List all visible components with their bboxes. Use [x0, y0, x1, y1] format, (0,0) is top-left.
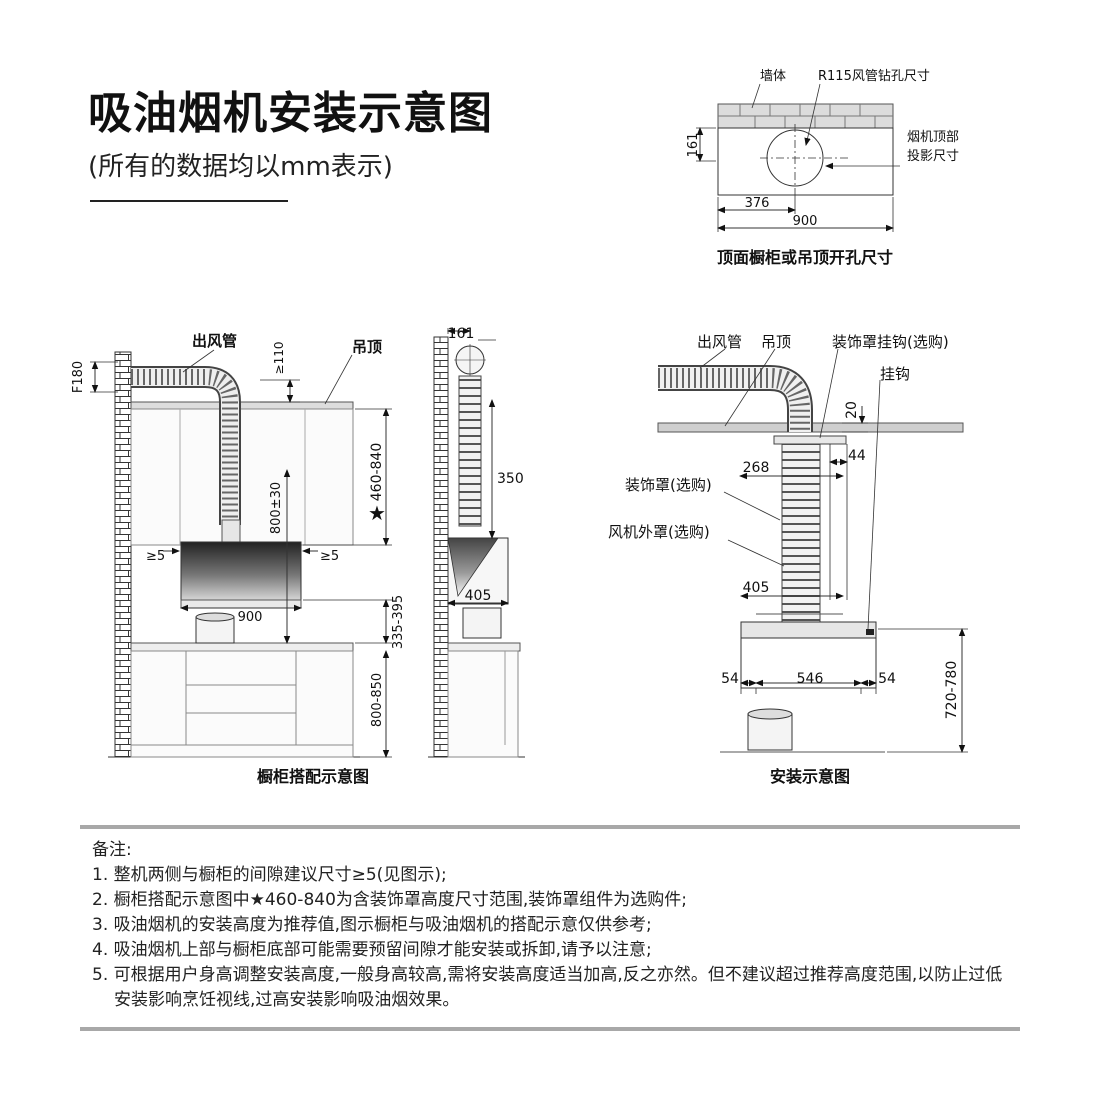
dim-546: 546 [797, 671, 824, 687]
dim-405-side: 405 [465, 588, 492, 604]
caption-cabinet-view: 橱柜搭配示意图 [257, 767, 369, 786]
dim-gap-left: ≥5 [146, 549, 165, 564]
dim-405-install: 405 [743, 580, 770, 596]
label-ceiling-install: 吊顶 [761, 333, 791, 351]
install-view: 20 44 268 405 54 546 54 720-780 出风管 吊顶 装… [608, 333, 968, 786]
side-duct [458, 375, 482, 527]
label-fan-cover: 风机外罩(选购) [608, 523, 710, 541]
caption-top-view: 顶面橱柜或吊顶开孔尺寸 [717, 248, 893, 267]
wall-brick [114, 351, 132, 758]
dim-900-top: 900 [793, 214, 818, 229]
label-projection-1: 烟机顶部 [907, 130, 959, 145]
cabinet-view: F180 ≥110 460-840 ★ 800±30 ≥5 ≥5 900 335… [71, 332, 406, 786]
dim-54-right: 54 [878, 671, 896, 687]
ceiling-board [130, 401, 354, 410]
dim-54-left: 54 [721, 671, 739, 687]
note-item: 3. 吸油烟机的安装高度为推荐值,图示橱柜与吸油烟机的搭配示意仅供参考; [92, 915, 652, 935]
dim-gap-right: ≥5 [320, 549, 339, 564]
hood-cabinet-view [180, 541, 302, 609]
install-duct-vertical [781, 443, 821, 623]
label-duct-install: 出风管 [697, 333, 742, 351]
top-cabinet-outline [717, 127, 894, 196]
dim-161-side: 161 [448, 326, 475, 342]
page-title: 吸油烟机安装示意图 [88, 88, 493, 139]
note-item: 4. 吸油烟机上部与橱柜底部可能需要预留间隙才能安装或拆卸,请予以注意; [92, 940, 652, 960]
label-duct-cabinet: 出风管 [192, 332, 237, 350]
label-duct-hole-size: R115风管钻孔尺寸 [818, 69, 930, 84]
base-cabinets [130, 650, 354, 758]
dim-350: 350 [497, 471, 524, 487]
note-item: 5. 可根据用户身高调整安装高度,一般身高较高,需将安装高度适当加高,反之亦然。… [92, 965, 1003, 1010]
notes-section: 备注: 1. 整机两侧与橱柜的间隙建议尺寸≥5(见图示); 2. 橱柜搭配示意图… [92, 838, 1012, 1013]
notes-bottom-rule [80, 1027, 1020, 1031]
page-subtitle: (所有的数据均以mm表示) [88, 152, 393, 182]
installation-diagram: 161 376 900 墙体 R115风管钻孔尺寸 烟机顶部 投影尺寸 顶面橱柜… [71, 69, 968, 786]
star-mark: ★ [368, 501, 386, 525]
dim-335-395: 335-395 [391, 595, 406, 649]
label-wall: 墙体 [760, 69, 786, 84]
dim-44: 44 [848, 448, 866, 464]
dim-110: ≥110 [272, 342, 286, 375]
countertop [130, 642, 354, 652]
dim-800-30: 800±30 [269, 482, 284, 534]
dim-20: 20 [844, 401, 860, 419]
caption-install-view: 安装示意图 [770, 767, 850, 786]
label-projection-2: 投影尺寸 [907, 148, 959, 164]
dim-161-top: 161 [686, 133, 701, 158]
dim-800-850: 800-850 [370, 673, 385, 727]
dim-376: 376 [745, 196, 770, 211]
note-item: 1. 整机两侧与橱柜的间隙建议尺寸≥5(见图示); [92, 865, 447, 885]
dim-900-front: 900 [238, 610, 263, 625]
label-ceiling-cabinet: 吊顶 [352, 338, 382, 356]
label-hook-cover: 装饰罩挂钩(选购) [832, 333, 949, 351]
dim-720-780: 720-780 [944, 661, 960, 720]
side-view: 161 350 405 [428, 326, 525, 758]
note-item: 2. 橱柜搭配示意图中★460-840为含装饰罩高度尺寸范围,装饰罩组件为选购件… [92, 890, 688, 910]
label-cover: 装饰罩(选购) [625, 476, 712, 494]
top-view: 161 376 900 墙体 R115风管钻孔尺寸 烟机顶部 投影尺寸 顶面橱柜… [686, 69, 959, 267]
dim-268: 268 [743, 460, 770, 476]
side-wall-brick [433, 336, 449, 758]
label-hook: 挂钩 [880, 365, 910, 383]
notes-heading: 备注: [92, 840, 132, 860]
dim-460-840: 460-840 [369, 443, 385, 502]
dim-f180: F180 [71, 361, 86, 393]
notes-top-rule [80, 825, 1020, 829]
install-pot [747, 713, 793, 751]
side-pot [462, 607, 502, 639]
upper-cabinets [130, 408, 354, 546]
title-underline [90, 200, 288, 202]
